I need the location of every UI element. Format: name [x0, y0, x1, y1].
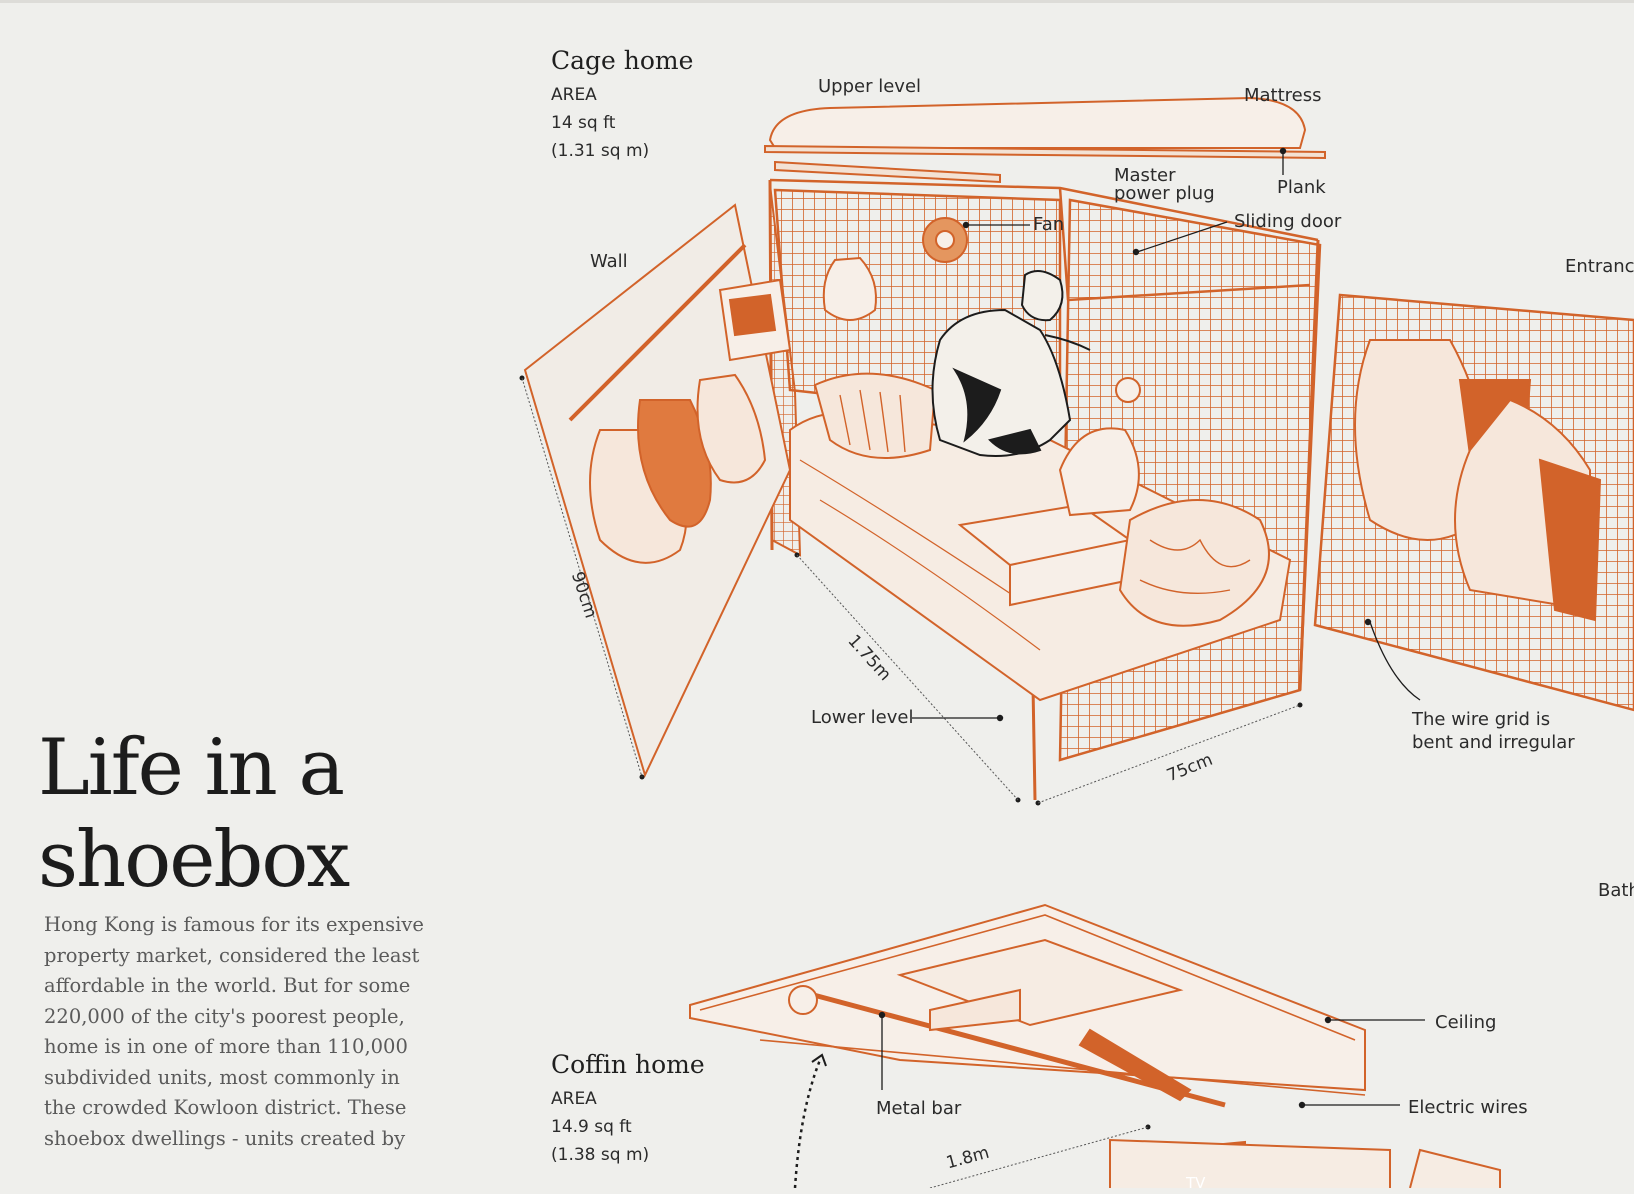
cage-area-sqm: (1.31 sq m): [551, 137, 649, 165]
coffin-home-illustration: [690, 905, 1500, 1188]
coffin-home-title: Coffin home: [551, 1050, 705, 1079]
label-lower-level: Lower level: [811, 707, 913, 729]
label-plank: Plank: [1277, 177, 1326, 199]
page-title-line2: shoebox: [38, 814, 348, 906]
label-tv: TV: [1186, 1172, 1205, 1194]
label-master-power-plug-2: power plug: [1114, 183, 1215, 205]
label-wire-grid-1: The wire grid is: [1412, 709, 1550, 731]
coffin-area-label: AREA: [551, 1085, 649, 1113]
coffin-area-sqft: 14.9 sq ft: [551, 1113, 649, 1141]
coffin-home-area: AREA 14.9 sq ft (1.38 sq m): [551, 1085, 649, 1169]
cage-home-area: AREA 14 sq ft (1.31 sq m): [551, 81, 649, 165]
label-mattress: Mattress: [1244, 85, 1322, 107]
label-entrance: Entrance: [1565, 256, 1634, 278]
label-wall: Wall: [590, 251, 628, 273]
cage-area-sqft: 14 sq ft: [551, 109, 649, 137]
cage-home-title: Cage home: [551, 46, 693, 75]
label-metal-bar: Metal bar: [876, 1098, 961, 1120]
label-ceiling: Ceiling: [1435, 1012, 1496, 1034]
label-bath: Bath: [1598, 880, 1634, 902]
page-title-line1: Life in a: [38, 722, 348, 814]
intro-paragraph: Hong Kong is famous for its expensive pr…: [44, 910, 429, 1154]
label-upper-level: Upper level: [818, 76, 921, 98]
page-title: Life in a shoebox: [38, 722, 348, 906]
cage-home-illustration: [520, 98, 1634, 806]
label-wire-grid-2: bent and irregular: [1412, 732, 1575, 754]
mattress-shape: [770, 98, 1305, 148]
cage-area-label: AREA: [551, 81, 649, 109]
dotted-arrow: [795, 1060, 820, 1188]
label-electric-wires: Electric wires: [1408, 1097, 1528, 1119]
coffin-area-sqm: (1.38 sq m): [551, 1141, 649, 1169]
label-sliding-door: Sliding door: [1234, 211, 1341, 233]
label-fan: Fan: [1033, 214, 1064, 236]
